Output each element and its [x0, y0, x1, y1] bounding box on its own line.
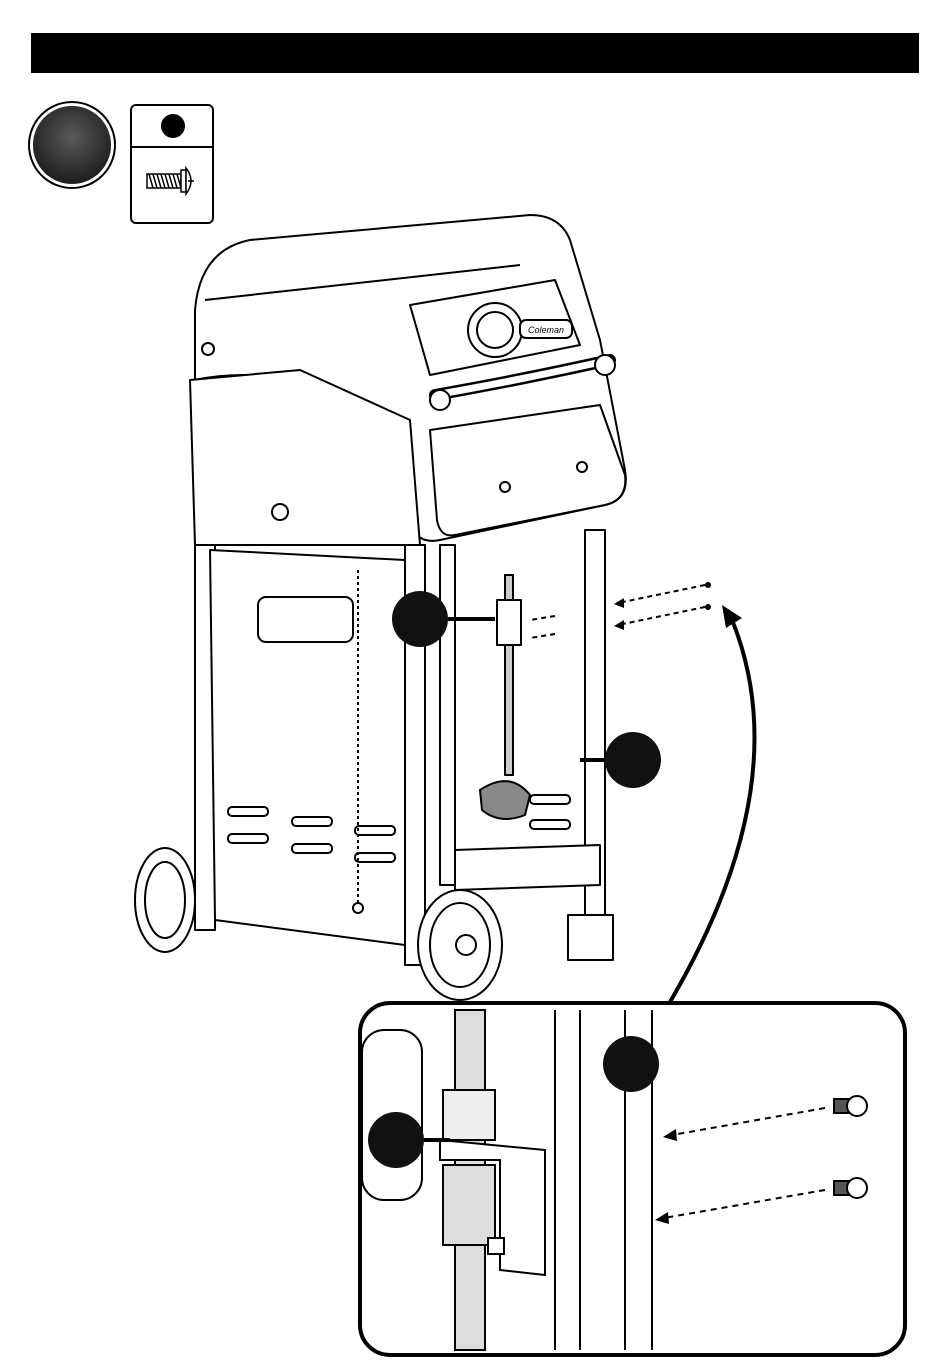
callout-marker	[368, 1112, 424, 1168]
callout-marker	[605, 732, 661, 788]
brand-logo-text: Coleman	[528, 325, 564, 335]
callout-marker	[603, 1036, 659, 1092]
callout-marker	[392, 591, 448, 647]
